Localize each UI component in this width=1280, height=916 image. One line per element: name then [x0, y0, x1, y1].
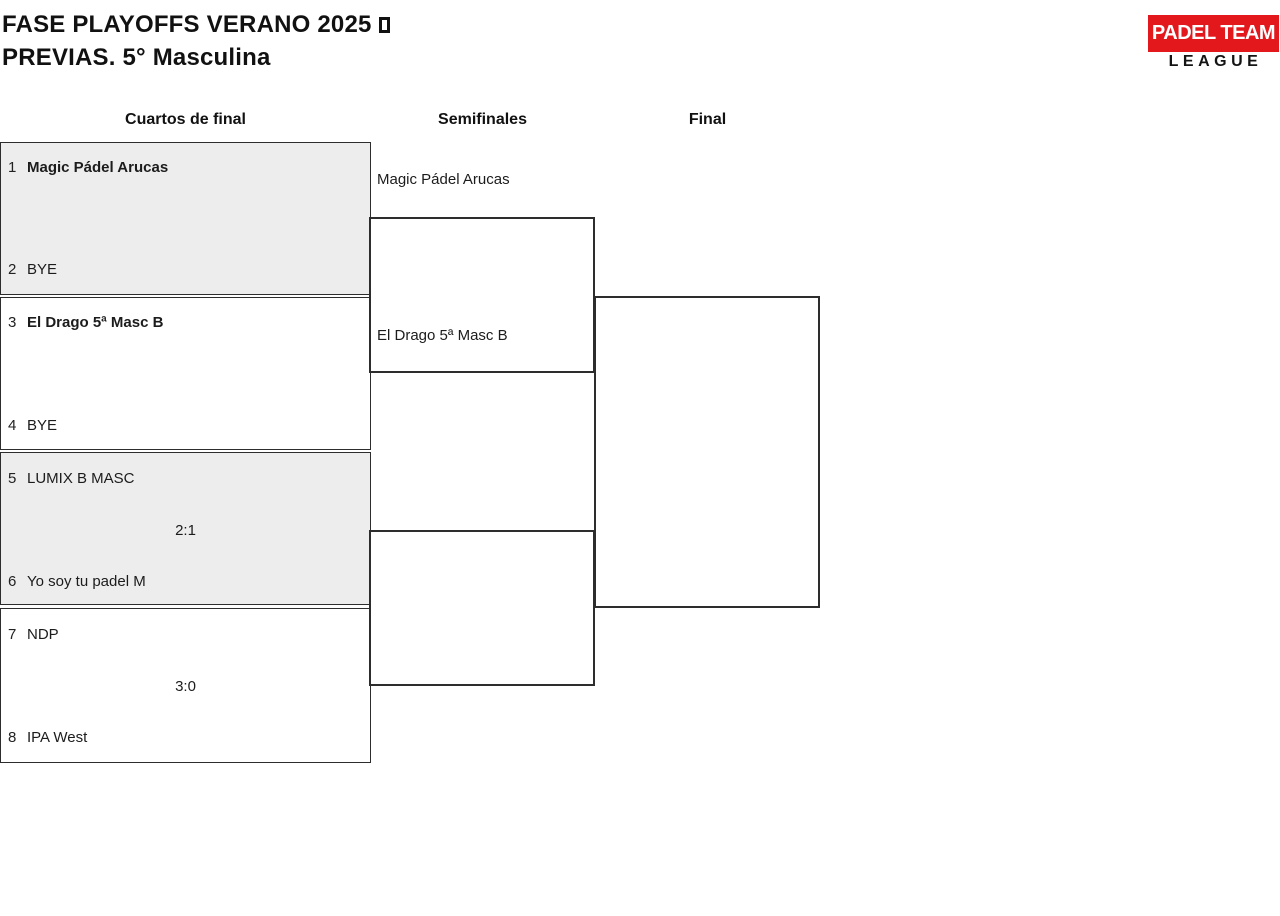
qf3-top-slot: 5 LUMIX B MASC	[8, 469, 135, 488]
final-match-box	[594, 296, 820, 608]
seed-number: 8	[8, 729, 17, 746]
column-header-quarterfinals: Cuartos de final	[125, 111, 246, 128]
qf3-bottom-slot: 6 Yo soy tu padel M	[8, 572, 146, 591]
team-name: NDP	[27, 626, 59, 643]
missing-glyph-icon	[378, 17, 390, 33]
page-title-text: FASE PLAYOFFS VERANO 2025	[2, 11, 372, 38]
team-name: El Drago 5ª Masc B	[27, 314, 164, 331]
qf3-score: 2:1	[175, 522, 196, 539]
page-title-line1: FASE PLAYOFFS VERANO 2025	[2, 8, 390, 41]
quarterfinal-match-2-box	[0, 297, 371, 450]
qf4-score: 3:0	[175, 678, 196, 695]
team-name: IPA West	[27, 729, 88, 746]
seed-number: 6	[8, 573, 17, 590]
logo-padel-team-text: PADEL TEAM	[1148, 15, 1279, 52]
semifinal-match-2-box	[369, 530, 595, 686]
quarterfinal-match-3-box	[0, 452, 371, 605]
seed-number: 5	[8, 470, 17, 487]
padel-team-league-logo: PADEL TEAM LEAGUE	[1148, 15, 1279, 71]
team-name: El Drago 5ª Masc B	[377, 327, 508, 344]
qf4-bottom-slot: 8 IPA West	[8, 728, 87, 747]
team-name: Yo soy tu padel M	[27, 573, 146, 590]
qf1-top-slot: 1 Magic Pádel Arucas	[8, 158, 168, 177]
seed-number: 7	[8, 626, 17, 643]
quarterfinal-match-4-box	[0, 608, 371, 763]
qf4-top-slot: 7 NDP	[8, 625, 59, 644]
team-name: BYE	[27, 261, 58, 278]
seed-number: 1	[8, 159, 17, 176]
column-header-final: Final	[688, 111, 727, 128]
sf1-top-slot: Magic Pádel Arucas	[377, 170, 510, 189]
team-name: Magic Pádel Arucas	[377, 171, 510, 188]
quarterfinal-match-1-box	[0, 142, 371, 295]
qf1-bottom-slot: 2 BYE	[8, 260, 57, 279]
team-name: BYE	[27, 417, 58, 434]
team-name: LUMIX B MASC	[27, 470, 135, 487]
seed-number: 4	[8, 417, 17, 434]
column-header-semifinals: Semifinales	[438, 111, 527, 128]
seed-number: 3	[8, 314, 17, 331]
logo-league-text: LEAGUE	[1168, 53, 1263, 70]
page-subtitle: PREVIAS. 5° Masculina	[2, 44, 271, 71]
seed-number: 2	[8, 261, 17, 278]
page-title: FASE PLAYOFFS VERANO 2025 PREVIAS. 5° Ma…	[2, 8, 390, 74]
semifinal-match-1-box	[369, 217, 595, 373]
qf2-top-slot: 3 El Drago 5ª Masc B	[8, 313, 163, 332]
team-name: Magic Pádel Arucas	[27, 159, 169, 176]
qf2-bottom-slot: 4 BYE	[8, 416, 57, 435]
sf1-bottom-slot: El Drago 5ª Masc B	[377, 326, 508, 345]
